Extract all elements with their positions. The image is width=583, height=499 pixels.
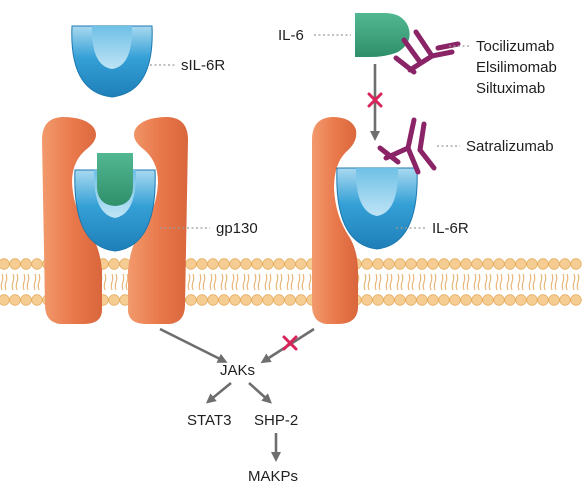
antibody-anti-il6 — [393, 29, 461, 75]
gp130-label: gp130 — [216, 220, 258, 237]
soluble-il6r-shape — [71, 25, 153, 98]
makps-label: MAKPs — [248, 468, 298, 485]
gp130-right-receptor — [312, 117, 358, 324]
gp130-to-jaks-arrow — [159, 327, 228, 363]
sil6r-label: sIL-6R — [181, 57, 225, 74]
antibody-anti-il6r — [377, 117, 437, 175]
jaks-to-stat3-arrow — [205, 381, 232, 404]
elsilimomab-label: Elsilimomab — [476, 59, 557, 76]
jaks-label: JAKs — [220, 362, 255, 379]
il6-label: IL-6 — [278, 27, 304, 44]
gp130-left-chain — [42, 117, 103, 324]
block-mark-bottom — [282, 335, 298, 351]
siltuximab-label: Siltuximab — [476, 80, 545, 97]
shp2-label: SHP-2 — [254, 412, 298, 429]
il6r-membrane — [336, 167, 418, 250]
satralizumab-label: Satralizumab — [466, 138, 554, 155]
il6-bound-left — [97, 153, 133, 206]
il6r-label: IL-6R — [432, 220, 469, 237]
stat3-label: STAT3 — [187, 412, 231, 429]
gp130-right-chain — [127, 117, 188, 324]
tocilizumab-label: Tocilizumab — [476, 38, 554, 55]
block-mark-top — [367, 92, 383, 108]
il6-ligand-free — [355, 13, 410, 57]
jaks-to-shp2-arrow — [248, 382, 272, 404]
